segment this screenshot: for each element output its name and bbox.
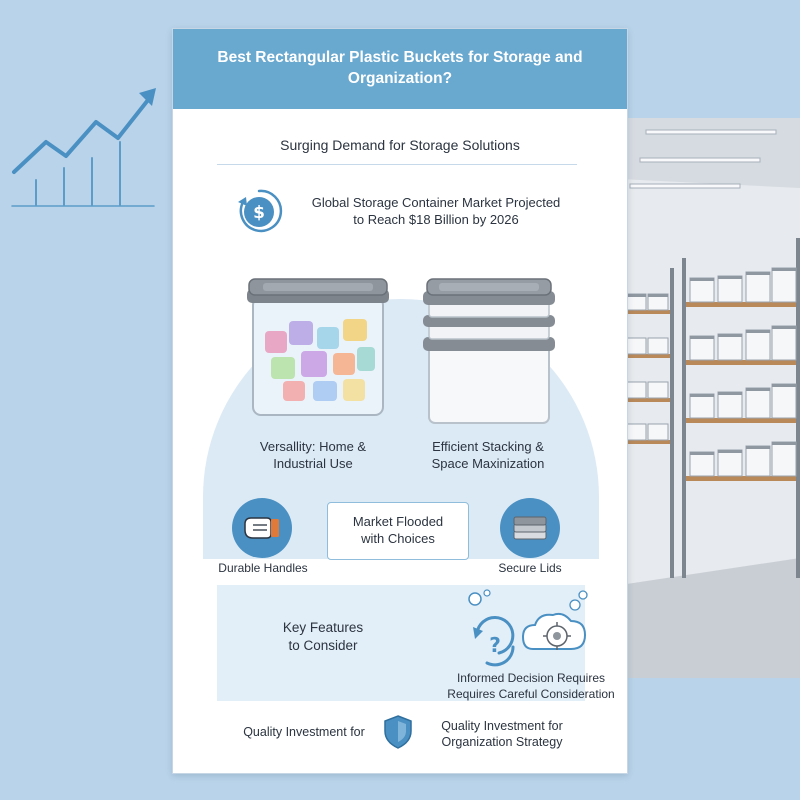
section-heading: Surging Demand for Storage Solutions: [280, 137, 520, 153]
footer-left-text: Quality Investment for: [243, 725, 365, 739]
lids-caption: Secure Lids: [498, 561, 562, 575]
dollar-icon: $: [238, 189, 283, 233]
svg-text:?: ?: [489, 633, 501, 657]
key-features-panel: Key Features to Consider ? Informed Deci…: [217, 585, 615, 701]
versatility-caption: Versallity: Home & Industrial Use: [223, 439, 403, 473]
choices-line-1: Market Flooded: [352, 514, 444, 530]
divider: [217, 164, 577, 165]
hand-grip-icon: [232, 498, 292, 558]
decision-caption: Informed Decision Requires Requires Care…: [441, 671, 621, 702]
page-title: Best Rectangular Plastic Buckets for Sto…: [217, 49, 583, 87]
stacking-caption: Efficient Stacking & Space Maxinization: [403, 439, 573, 473]
shield-icon: [384, 715, 412, 749]
versatility-line-2: Industrial Use: [273, 455, 353, 471]
market-line-2: to Reach $18 Billion by 2026: [353, 211, 519, 227]
clear-storage-bin-illustration: [247, 278, 389, 416]
stacked-lids-icon: [500, 498, 560, 558]
svg-text:$: $: [253, 203, 265, 223]
growth-chart-icon: [11, 88, 156, 207]
footer-right-line-2: Organization Strategy: [441, 734, 563, 749]
key-features-line-1: Key Features: [282, 620, 364, 635]
choices-line-2: with Choices: [361, 531, 435, 546]
warehouse-shelves-illustration: [600, 118, 800, 678]
handles-caption: Durable Handles: [218, 561, 308, 575]
stacking-line-1: Efficient Stacking &: [432, 439, 544, 454]
market-line-1: Global Storage Container Market Projecte…: [311, 195, 561, 210]
key-features-label: Key Features to Consider: [275, 619, 371, 654]
infographic-card: Best Rectangular Plastic Buckets for Sto…: [172, 28, 628, 774]
decision-line-1: Informed Decision Requires: [456, 671, 606, 685]
card-header: Best Rectangular Plastic Buckets for Sto…: [173, 29, 627, 109]
versatility-line-1: Versallity: Home &: [259, 439, 367, 454]
decision-line-2: Requires Careful Consideration: [447, 686, 615, 701]
market-projection: $ Global Storage Container Market Projec…: [235, 187, 585, 235]
market-choices-box: Market Flooded with Choices: [327, 502, 469, 560]
footer-right-line-1: Quality Investment for: [441, 719, 563, 733]
stacking-line-2: Space Maxinization: [431, 455, 545, 471]
stacked-storage-bins-illustration: [423, 278, 555, 424]
thinking-bubbles-icon: ?: [468, 589, 588, 667]
key-features-line-2: to Consider: [288, 637, 358, 653]
market-projection-text: Global Storage Container Market Projecte…: [291, 195, 581, 229]
footer-right-text: Quality Investment for Organization Stra…: [421, 719, 583, 750]
